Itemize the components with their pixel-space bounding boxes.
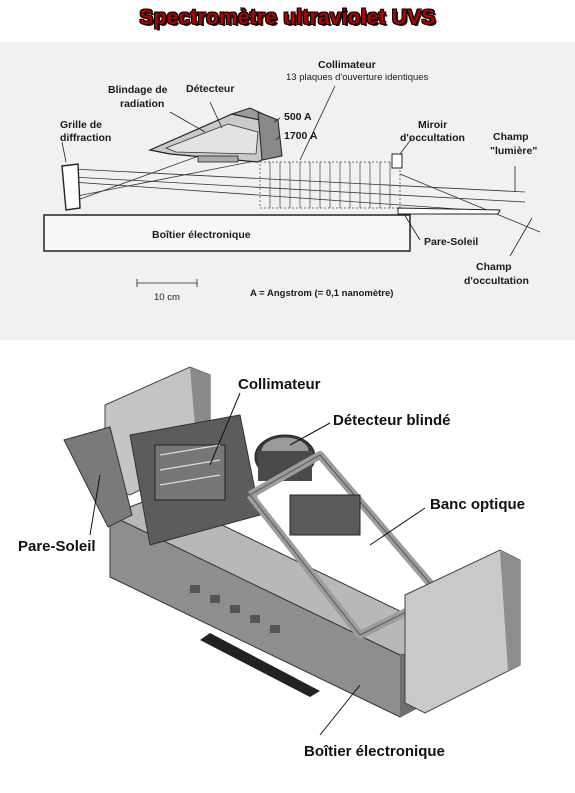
photo-label-pare-soleil: Pare-Soleil — [18, 538, 96, 555]
label-blindage-1: Blindage de — [108, 84, 168, 96]
label-1700a: 1700 A — [284, 130, 318, 142]
diffraction-grating — [61, 163, 81, 211]
photo-label-collimateur: Collimateur — [238, 376, 321, 393]
photo-label-banc-optique: Banc optique — [430, 496, 525, 513]
electronics-box — [43, 214, 411, 252]
light-rays — [71, 131, 541, 233]
label-pare-soleil: Pare-Soleil — [424, 236, 478, 248]
instrument-illustration: Collimateur Détecteur blindé Banc optiqu… — [18, 366, 525, 760]
optical-block — [289, 494, 361, 536]
label-boitier: Boîtier électronique — [152, 229, 251, 241]
detector-assembly — [148, 107, 283, 163]
label-grille-1: Grille de — [60, 119, 102, 131]
ruler — [200, 633, 320, 697]
photo-label-detecteur-blinde: Détecteur blindé — [333, 412, 451, 429]
label-champ-occultation-1: Champ — [476, 261, 512, 273]
page-title: Spectromètre ultraviolet UVS — [139, 6, 436, 29]
label-champ-lumiere-2: "lumière" — [490, 145, 537, 157]
label-blindage-2: radiation — [120, 98, 164, 110]
sun-shade-drawing — [63, 426, 133, 528]
label-miroir-1: Miroir — [418, 119, 447, 131]
label-angstrom-note: A = Angstrom (= 0,1 nanomètre) — [250, 288, 393, 299]
technical-diagram: Collimateur 13 plaques d'ouverture ident… — [0, 42, 575, 340]
photo-label-boitier: Boîtier électronique — [304, 743, 445, 760]
connectors-row — [190, 585, 280, 633]
occultation-mirror — [391, 153, 403, 169]
collimator-drawing — [129, 414, 261, 546]
instrument-photo: Collimateur Détecteur blindé Banc optiqu… — [0, 345, 575, 788]
leader-lines — [61, 85, 533, 287]
label-champ-occultation-2: d'occultation — [464, 275, 529, 287]
label-scale: 10 cm — [154, 292, 180, 303]
diagram-drawing: Collimateur 13 plaques d'ouverture ident… — [43, 59, 541, 303]
collimator-plates — [259, 161, 401, 209]
label-detecteur: Détecteur — [186, 83, 234, 95]
label-collimateur-note: 13 plaques d'ouverture identiques — [286, 72, 429, 83]
label-miroir-2: d'occultation — [400, 132, 465, 144]
label-collimateur: Collimateur — [318, 59, 376, 71]
front-plate — [404, 549, 521, 714]
label-500a: 500 A — [284, 111, 312, 123]
label-grille-2: diffraction — [60, 132, 111, 144]
label-champ-lumiere-1: Champ — [493, 131, 529, 143]
sun-shade — [397, 207, 501, 215]
photo-leader-lines — [89, 392, 426, 736]
